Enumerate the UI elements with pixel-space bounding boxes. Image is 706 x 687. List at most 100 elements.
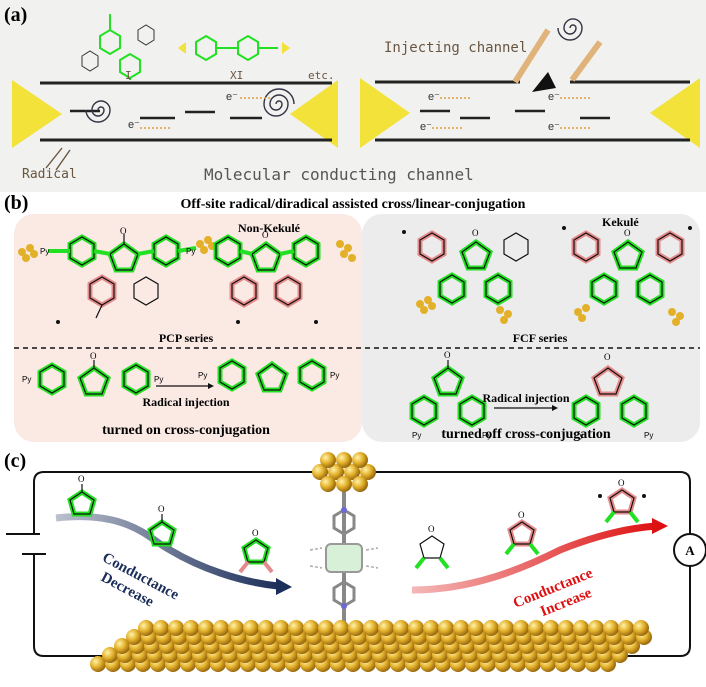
electron-label: e⁻	[226, 91, 238, 103]
molecular-junction	[309, 492, 379, 626]
radical-injection-right-label: Radical injection	[483, 391, 570, 405]
oxygen-label: O	[444, 350, 451, 360]
gold-atom	[102, 647, 118, 663]
gold-atom	[183, 620, 199, 636]
ammeter-icon	[673, 533, 706, 567]
gold-atom	[258, 620, 274, 636]
oxygen-label: O	[78, 474, 85, 484]
ammeter-label: A	[685, 543, 695, 558]
gold-atom	[558, 620, 574, 636]
gold-atom	[588, 620, 604, 636]
panel-c-label: (c)	[4, 450, 27, 472]
gold-atom	[573, 620, 589, 636]
gold-atom	[618, 620, 634, 636]
turned-off-label: turned off cross-conjugation	[441, 427, 611, 442]
gold-atom	[273, 620, 289, 636]
gold-atom	[288, 620, 304, 636]
gold-atom	[483, 620, 499, 636]
gold-atom	[513, 620, 529, 636]
gold-atom	[198, 620, 214, 636]
cp-molecule-3: O	[238, 528, 274, 574]
bottom-gold-substrate	[90, 620, 652, 672]
kekule-label: Kekulé	[602, 215, 639, 229]
molecule-fcf-radical	[402, 230, 529, 306]
panel-b-label: (b)	[4, 192, 29, 214]
panel-b-title: Off-site radical/diradical assisted cros…	[181, 197, 526, 212]
py-label: Py	[154, 375, 163, 384]
cp-molecule-2: O	[147, 504, 177, 547]
gold-atom	[303, 620, 319, 636]
cp-molecule-4: O	[414, 524, 450, 570]
panel-b: O O O O O O O Py Py Py Py Py Py Py Py Py…	[0, 192, 706, 450]
oxygen-label: O	[604, 352, 611, 362]
gold-atom	[348, 620, 364, 636]
pencil-1	[512, 28, 551, 84]
injection-arrow	[532, 72, 556, 92]
cp-molecule-6: O	[598, 478, 646, 524]
electron-label: e⁻	[548, 121, 560, 133]
molecule-I-label: I	[125, 69, 132, 82]
gold-atom	[498, 620, 514, 636]
py-label: Py	[198, 371, 207, 380]
py-label: Py	[412, 431, 421, 440]
py-label: Py	[644, 431, 653, 440]
gold-atom	[138, 620, 154, 636]
top-gold-electrode	[312, 452, 376, 492]
molecule-fcf-bottom-right	[571, 364, 649, 428]
gold-atom	[378, 620, 394, 636]
oxygen-label: O	[472, 228, 479, 238]
gold-atom	[423, 620, 439, 636]
oxygen-label: O	[518, 510, 525, 520]
oxygen-label: O	[158, 504, 165, 514]
gold-atom	[453, 620, 469, 636]
gold-atom	[408, 620, 424, 636]
panel-a: I XI etc. Injecting channel Radical Mole…	[0, 0, 706, 192]
panel-c-illustration: A	[6, 452, 706, 672]
oxygen-label: O	[428, 524, 435, 534]
panel-c: A	[0, 450, 706, 682]
oxygen-label: O	[624, 228, 631, 238]
gold-atom	[228, 620, 244, 636]
radical-injection-left-label: Radical injection	[143, 395, 230, 409]
pencil-2	[569, 40, 603, 82]
conductance-increase-arrow	[411, 522, 657, 594]
gold-atom	[243, 620, 259, 636]
radical-label: Radical	[22, 167, 77, 182]
gold-atom	[114, 638, 130, 654]
cp-molecule-1: O	[67, 474, 97, 517]
gold-atom	[90, 656, 106, 672]
panel-b-illustration: O O O O O O O Py Py Py Py Py Py Py Py Py…	[14, 197, 700, 442]
py-label: Py	[330, 371, 339, 380]
gold-atom	[543, 620, 559, 636]
gold-clusters	[18, 236, 684, 326]
panel-a-label: (a)	[4, 4, 28, 26]
molecule-pcp-radical	[48, 234, 197, 324]
non-kekule-label: Non-Kekulé	[238, 221, 301, 235]
gold-atom	[168, 620, 184, 636]
oxygen-label: O	[618, 478, 625, 488]
gold-atom	[126, 629, 142, 645]
cp-molecule-5: O	[504, 510, 540, 556]
fcf-series-background	[362, 214, 700, 442]
molecule-I-sketch	[99, 14, 141, 80]
turned-on-label: turned on cross-conjugation	[102, 423, 270, 438]
electron-label: e⁻	[128, 119, 140, 131]
gold-atom	[153, 620, 169, 636]
etc-label: etc.	[308, 69, 335, 82]
gold-atom	[213, 620, 229, 636]
gold-atom	[318, 620, 334, 636]
py-label: Py	[40, 247, 49, 256]
molecule-pcp-diradical	[213, 234, 321, 324]
panel-a-illustration: I XI etc. Injecting channel Radical Mole…	[12, 14, 700, 184]
right-electrode-1	[290, 80, 338, 148]
oxygen-label: O	[252, 528, 259, 538]
radical-pointer-arrow	[45, 147, 71, 171]
fcf-series-label: FCF series	[513, 331, 568, 345]
gold-atom	[468, 620, 484, 636]
gold-atom	[363, 620, 379, 636]
left-electrode-2	[360, 78, 410, 148]
py-label: Py	[22, 375, 31, 384]
electron-label: e⁻	[548, 91, 560, 103]
conductance-decrease-arrow	[55, 513, 279, 590]
py-label: Py	[574, 431, 583, 440]
